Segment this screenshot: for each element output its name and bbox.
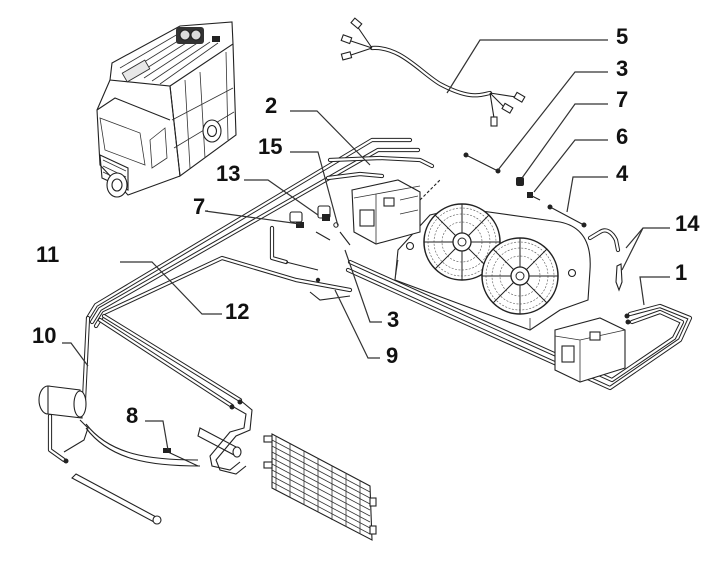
- receiver-dryer: [197, 399, 253, 475]
- fan-condenser-plate: [394, 203, 591, 331]
- sensor-icon: [163, 448, 199, 467]
- callout-14: 14: [675, 211, 700, 236]
- wiring-harness: [340, 17, 526, 127]
- condenser-radiator: [263, 433, 377, 541]
- callout-7: 7: [616, 87, 628, 112]
- callout-13: 13: [216, 161, 240, 186]
- callout-8: 8: [126, 403, 138, 428]
- wheel-icon: [202, 119, 222, 143]
- callout-7b: 7: [193, 194, 205, 219]
- callout-11: 11: [36, 242, 59, 267]
- drain-hoses: [587, 228, 623, 292]
- evaporator-unit: [325, 155, 441, 245]
- callout-6: 6: [616, 124, 628, 149]
- van-illustration: [96, 21, 237, 198]
- fan-icon: [423, 203, 501, 281]
- wheel-icon: [106, 172, 128, 198]
- callout-3b: 3: [387, 307, 399, 332]
- leader-lines: [62, 39, 670, 451]
- compressor: [38, 385, 201, 525]
- callout-3: 3: [616, 56, 628, 81]
- long-pipes: [81, 137, 693, 409]
- rear-unit: [554, 313, 631, 383]
- callout-12: 12: [225, 299, 249, 324]
- callout-15: 15: [258, 134, 282, 159]
- small-fittings: [463, 152, 587, 228]
- valves-left: [269, 205, 351, 301]
- callout-5: 5: [616, 24, 628, 49]
- callout-10: 10: [32, 323, 56, 348]
- fan-icon: [481, 237, 559, 315]
- callout-2: 2: [265, 93, 277, 118]
- roof-ac-unit-icon: [176, 27, 220, 44]
- callout-4: 4: [616, 161, 629, 186]
- callout-labels: 5 3 7 6 4 2 15 13 7 14 1 11 12 10 3 9 8: [32, 24, 700, 428]
- callout-9: 9: [386, 343, 398, 368]
- callout-1: 1: [675, 260, 687, 285]
